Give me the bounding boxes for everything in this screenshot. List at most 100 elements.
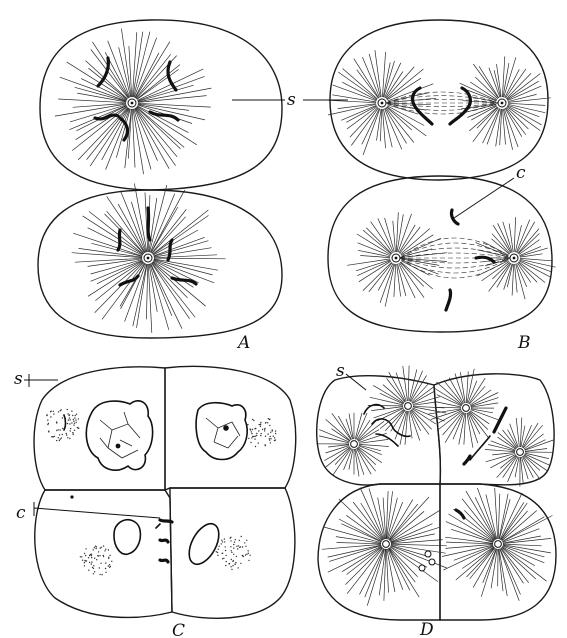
panel-b-label: B (517, 333, 531, 353)
stipple-dot (68, 419, 69, 420)
stipple-dot (273, 436, 274, 437)
aster-ray (475, 497, 496, 539)
stipple-dot (74, 430, 75, 431)
stipple-dot (91, 563, 92, 564)
stipple-dot (250, 429, 251, 430)
stipple-dot (91, 557, 92, 558)
stipple-dot (84, 562, 85, 563)
aster-ray (508, 103, 545, 105)
stipple-dot (48, 423, 49, 424)
stipple-dot (241, 536, 242, 537)
stipple-dot (59, 440, 60, 441)
stipple-dot (234, 542, 235, 543)
aster-ray (403, 366, 408, 401)
stipple-dot (251, 433, 252, 434)
stipple-dot (269, 440, 270, 441)
stipple-dot (88, 557, 89, 558)
stipple-dot (246, 554, 247, 555)
stipple-dot (69, 423, 70, 424)
aster-ray (486, 453, 516, 461)
aster-ray (369, 263, 392, 292)
panel-c-nucleus-lower-right (183, 519, 225, 569)
c-annotation-panel-b: c (454, 163, 526, 218)
stipple-dot (217, 555, 218, 556)
stipple-dot (105, 562, 106, 563)
stipple-dot (252, 436, 253, 437)
stipple-dot (258, 442, 259, 443)
stipple-dot (69, 438, 70, 439)
stipple-dot (67, 437, 68, 438)
aster-ray (449, 514, 494, 541)
stipple-dot (256, 433, 257, 434)
stipple-dot (67, 413, 68, 414)
stipple-dot (262, 429, 263, 430)
stipple-dot (267, 422, 268, 423)
panel-c-label: C (172, 621, 185, 638)
panel-c: s c C (14, 366, 296, 638)
stipple-dot (89, 562, 90, 563)
stipple-dot (238, 545, 239, 546)
aster-ray (358, 447, 382, 463)
stipple-dot (88, 570, 89, 571)
aster-ray (369, 54, 380, 97)
aster-ray (333, 448, 351, 475)
stipple-dot (248, 438, 249, 439)
stipple-dot (272, 430, 273, 431)
aster-ray (375, 50, 381, 97)
aster-ray (394, 264, 396, 297)
s-label-panel-d: s (336, 361, 345, 381)
stipple-dot (248, 553, 249, 554)
stipple-dot (69, 417, 70, 418)
panel-d-label: D (419, 620, 434, 638)
aster-ray (382, 52, 385, 97)
aster-ray (498, 494, 500, 539)
aster-ray (467, 413, 473, 448)
stipple-dot (251, 437, 252, 438)
stipple-dot (221, 543, 222, 544)
stipple-dot (95, 548, 96, 549)
aster-ray (355, 413, 362, 439)
aster-ray (514, 217, 515, 252)
stipple-dot (245, 554, 246, 555)
stipple-dot (260, 422, 261, 423)
stipple-dot (58, 437, 59, 438)
stipple-dot (59, 434, 60, 435)
stipple-dot (60, 410, 61, 411)
stipple-dot (233, 547, 234, 548)
stipple-dot (225, 565, 226, 566)
panel-b-lower-chromosomes (446, 210, 494, 310)
stipple-dot (224, 538, 225, 539)
stipple-dot (66, 434, 67, 435)
aster-ray (516, 264, 526, 299)
stipple-dot (93, 565, 94, 566)
stipple-dot (93, 549, 94, 550)
panel-c-cell-lower-left (35, 490, 172, 617)
aster-ray (444, 381, 463, 404)
stipple-dot (70, 430, 71, 431)
stipple-dot (93, 568, 94, 569)
stipple-dot (103, 556, 104, 557)
stipple-dot (60, 439, 61, 440)
aster-ray (137, 264, 148, 328)
aster-ray (433, 388, 462, 406)
panel-a: A (38, 20, 282, 353)
stipple-dot (73, 424, 74, 425)
aster-ray (469, 386, 485, 404)
stipple-dot (270, 432, 271, 433)
aster-ray (501, 548, 529, 583)
stipple-dot (238, 567, 239, 568)
stipple-dot (58, 429, 59, 430)
stipple-dot (248, 560, 249, 561)
stipple-dot (111, 561, 112, 562)
stipple-dot (74, 417, 75, 418)
aster-ray (107, 196, 145, 253)
aster-ray (152, 263, 195, 318)
panel-a-upper-cell (40, 20, 282, 190)
aster-ray (507, 74, 541, 100)
stipple-dot (101, 574, 102, 575)
stipple-dot (56, 421, 57, 422)
panel-d-cell-upper-left (317, 376, 441, 485)
aster-ray (492, 262, 509, 279)
aster-ray (503, 536, 541, 543)
